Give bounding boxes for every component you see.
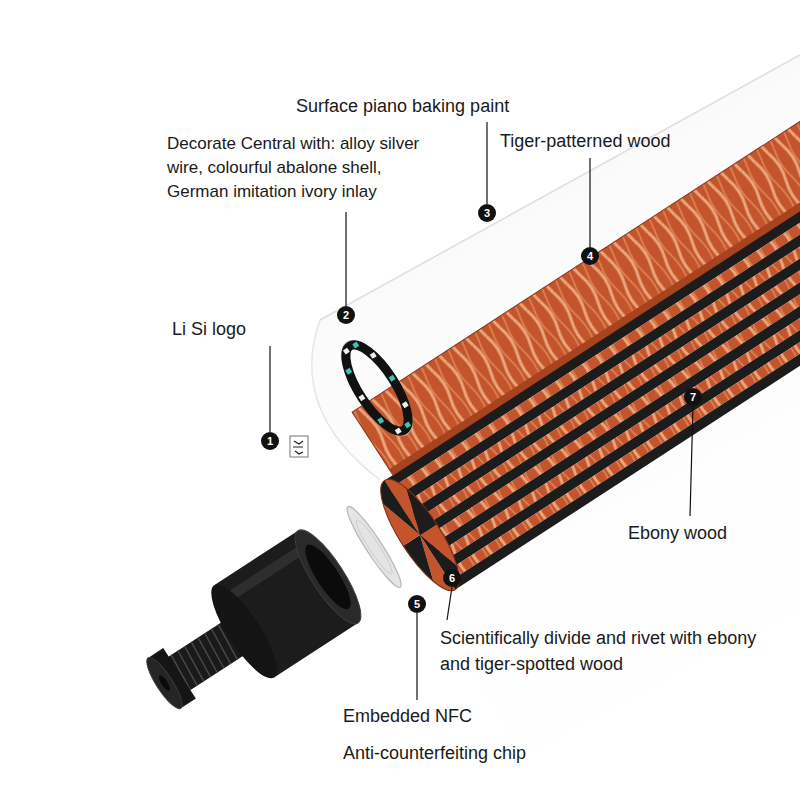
leader-lines: [589, 158, 590, 247]
inlay-pieces: [352, 342, 359, 349]
logo-badge: [290, 436, 308, 457]
collar-face: [285, 522, 372, 632]
inlay-pieces: [333, 335, 422, 441]
logo-badge: [290, 436, 308, 457]
nfc-disc-ring: [352, 517, 395, 576]
collar-hole: [298, 539, 358, 615]
callout-number: 6: [443, 569, 461, 587]
joint: [128, 496, 411, 733]
leader-lines: [270, 122, 693, 700]
end-cap: [341, 436, 498, 633]
leader-lines: [447, 587, 452, 620]
leader-lines: [486, 122, 487, 204]
callout-number: 2: [337, 306, 355, 324]
end-cap: [382, 461, 445, 535]
callout-number: 5: [408, 595, 426, 613]
inlay-pieces: [404, 421, 411, 428]
part-label: Decorate Central with: alloy silver wire…: [167, 132, 432, 204]
inlay-ring: [329, 330, 426, 446]
leader-lines: [416, 613, 417, 700]
wood-core: [90, 0, 800, 782]
tiger-board: [352, 0, 800, 475]
part-label: Embedded NFC: [343, 705, 472, 728]
part-label: Ebony wood: [628, 522, 727, 545]
inlay-pieces: [370, 352, 377, 359]
leader-lines: [269, 346, 270, 432]
logo-badge: [293, 441, 303, 454]
ring-band: [335, 336, 420, 439]
callout-number: 1: [261, 432, 279, 450]
inlay-pieces: [395, 428, 402, 435]
callout-number: 4: [581, 247, 599, 265]
inlay-pieces: [389, 375, 396, 382]
part-label: Tiger-patterned wood: [500, 130, 670, 153]
part-label: Anti-counterfeiting chip: [343, 742, 526, 765]
part-label: Surface piano baking paint: [296, 95, 509, 118]
bolt-socket: [157, 674, 172, 692]
part-label: Scientifically divide and rivet with ebo…: [440, 625, 775, 677]
nfc-disc: [341, 502, 407, 591]
inlay-pieces: [377, 417, 384, 424]
callout-number: 7: [684, 388, 702, 406]
inlay-pieces: [343, 348, 350, 355]
end-cap-rim: [368, 470, 472, 601]
bolt-head-face: [141, 654, 187, 713]
leader-lines: [345, 212, 346, 306]
collar-back: [201, 577, 288, 687]
inlay-pieces: [358, 394, 365, 401]
inlay-pieces: [402, 401, 409, 408]
board-edge: [389, 0, 800, 475]
silver-wire: [329, 330, 426, 446]
leader-lines: [690, 406, 693, 516]
callout-number: 3: [478, 204, 496, 222]
inlay-pieces: [345, 368, 352, 375]
part-label: Li Si logo: [172, 318, 246, 341]
